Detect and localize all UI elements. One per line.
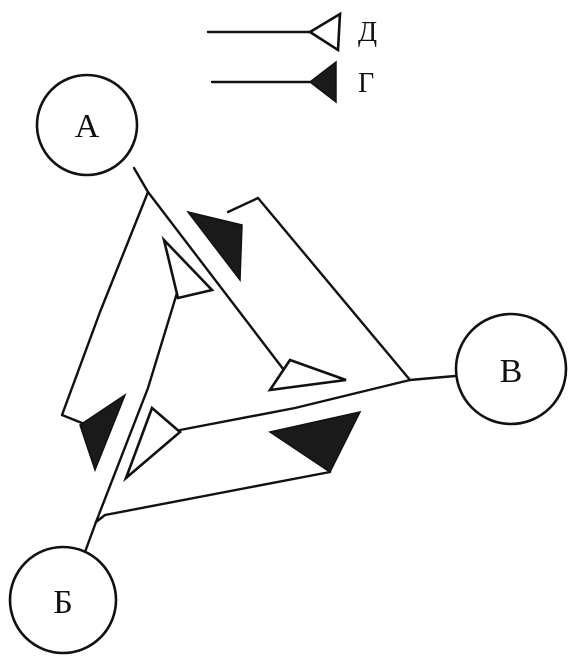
path-v-to-b-open bbox=[178, 378, 412, 432]
synapses bbox=[79, 210, 362, 483]
legend: Д Г bbox=[206, 11, 377, 104]
path-b-to-a-open bbox=[94, 281, 182, 524]
node-a-label: А bbox=[75, 108, 100, 145]
node-b: Б bbox=[8, 545, 118, 655]
axon-b bbox=[83, 520, 98, 554]
path-b-to-v-filled bbox=[94, 444, 334, 524]
axon-v bbox=[408, 374, 457, 382]
synapse-v-to-a-filled bbox=[186, 210, 243, 283]
legend-open-label: Д bbox=[358, 17, 377, 48]
synapse-a-to-v-open bbox=[267, 358, 347, 392]
path-v-to-a-filled bbox=[226, 196, 412, 382]
node-a: А bbox=[35, 73, 139, 177]
axon-a bbox=[132, 166, 150, 194]
node-v-circle bbox=[454, 312, 568, 426]
synapse-a-to-b-filled bbox=[79, 393, 127, 473]
node-v-label: В bbox=[500, 353, 523, 390]
legend-filled-label: Г bbox=[358, 68, 374, 99]
node-v: В bbox=[454, 312, 568, 426]
legend-open-triangle bbox=[307, 11, 342, 53]
synapse-b-to-a-open bbox=[161, 235, 215, 300]
synapse-v-to-b-open bbox=[123, 405, 183, 483]
connections bbox=[60, 166, 457, 554]
legend-filled-triangle bbox=[308, 60, 337, 104]
node-b-circle bbox=[8, 545, 118, 655]
node-a-circle bbox=[35, 73, 139, 177]
node-b-label: Б bbox=[53, 584, 73, 621]
synapse-b-to-v-filled bbox=[268, 410, 362, 474]
path-a-to-b-filled bbox=[60, 190, 150, 425]
